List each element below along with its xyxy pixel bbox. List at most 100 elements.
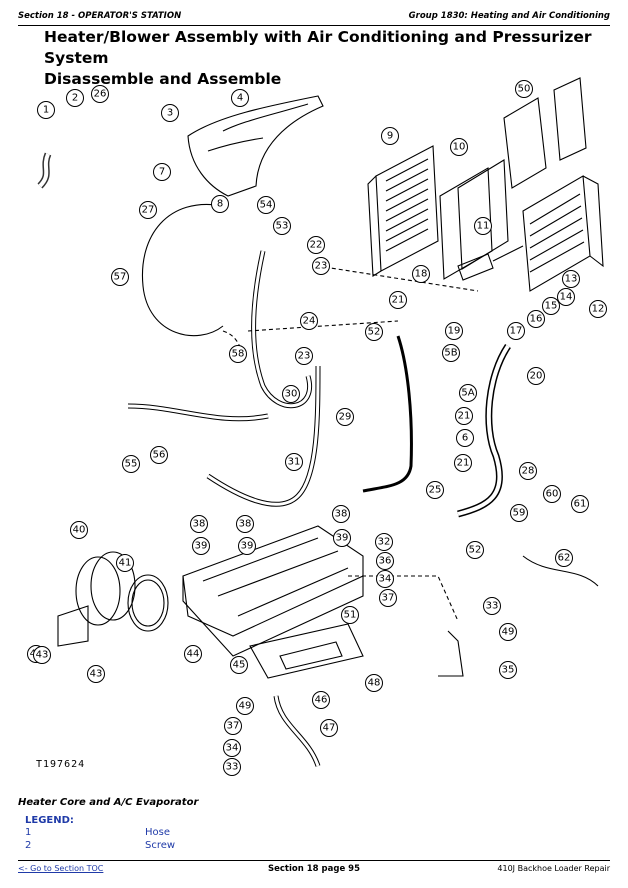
svg-text:1: 1 <box>43 105 49 116</box>
legend-item-description: Screw <box>145 840 176 851</box>
callout-14: 14 <box>557 288 575 306</box>
svg-text:50: 50 <box>518 84 531 95</box>
callout-54: 54 <box>257 196 275 214</box>
callout-21: 21 <box>389 291 407 309</box>
diagram-parts <box>37 77 604 767</box>
svg-text:37: 37 <box>227 721 240 732</box>
svg-text:5B: 5B <box>444 348 457 359</box>
svg-text:2: 2 <box>72 93 78 104</box>
svg-text:36: 36 <box>379 556 392 567</box>
callout-19: 19 <box>445 322 463 340</box>
callout-52: 52 <box>365 323 383 341</box>
callout-62: 62 <box>555 549 573 567</box>
legend-item-number: 1 <box>25 827 32 838</box>
svg-text:17: 17 <box>510 326 523 337</box>
callout-50: 50 <box>515 80 533 98</box>
callout-20: 20 <box>527 367 545 385</box>
callout-18: 18 <box>412 265 430 283</box>
svg-text:33: 33 <box>486 601 499 612</box>
svg-text:43: 43 <box>90 669 103 680</box>
callout-5B: 5B <box>442 344 460 362</box>
callout-24: 24 <box>300 312 318 330</box>
svg-text:26: 26 <box>94 89 107 100</box>
svg-text:21: 21 <box>392 295 405 306</box>
svg-text:9: 9 <box>387 131 393 142</box>
svg-text:27: 27 <box>142 205 155 216</box>
callout-15: 15 <box>542 297 560 315</box>
svg-text:10: 10 <box>453 142 466 153</box>
svg-text:46: 46 <box>315 695 328 706</box>
svg-text:28: 28 <box>522 466 535 477</box>
svg-text:34: 34 <box>226 743 239 754</box>
title-line-2: Disassemble and Assemble <box>44 70 282 88</box>
callout-30: 30 <box>282 385 300 403</box>
footer-divider <box>18 860 610 861</box>
callout-51: 51 <box>341 606 359 624</box>
callout-11: 11 <box>474 217 492 235</box>
svg-text:43: 43 <box>36 650 49 661</box>
svg-text:4: 4 <box>237 93 243 104</box>
callout-60: 60 <box>543 485 561 503</box>
header-divider <box>18 25 610 26</box>
svg-text:57: 57 <box>114 272 127 283</box>
svg-text:38: 38 <box>335 509 348 520</box>
svg-text:39: 39 <box>241 541 254 552</box>
svg-text:55: 55 <box>125 459 138 470</box>
figure-id: T197624 <box>36 759 86 770</box>
callout-29: 29 <box>336 408 354 426</box>
callout-39: 39 <box>238 537 256 555</box>
callout-16: 16 <box>527 310 545 328</box>
svg-text:34: 34 <box>379 574 392 585</box>
svg-text:21: 21 <box>457 458 470 469</box>
svg-text:19: 19 <box>448 326 461 337</box>
svg-text:48: 48 <box>368 678 381 689</box>
legend-item: 2 Screw <box>25 840 325 853</box>
document-title: 410J Backhoe Loader Repair <box>497 864 610 873</box>
svg-text:53: 53 <box>276 221 289 232</box>
page-number: Section 18 page 95 <box>268 864 360 874</box>
callout-3: 3 <box>161 104 179 122</box>
callout-33: 33 <box>223 758 241 776</box>
svg-text:24: 24 <box>303 316 316 327</box>
section-heading: Section 18 - OPERATOR'S STATION <box>18 11 182 21</box>
svg-text:56: 56 <box>153 450 166 461</box>
callout-36: 36 <box>376 552 394 570</box>
callout-37: 37 <box>379 589 397 607</box>
callout-43: 43 <box>87 665 105 683</box>
callout-39: 39 <box>192 537 210 555</box>
svg-text:38: 38 <box>193 519 206 530</box>
svg-text:38: 38 <box>239 519 252 530</box>
svg-text:62: 62 <box>558 553 571 564</box>
callout-9: 9 <box>381 127 399 145</box>
callout-61: 61 <box>571 495 589 513</box>
callout-17: 17 <box>507 322 525 340</box>
section-toc-link[interactable]: <- Go to Section TOC <box>18 864 104 873</box>
svg-text:39: 39 <box>336 533 349 544</box>
svg-text:15: 15 <box>545 301 558 312</box>
callout-28: 28 <box>519 462 537 480</box>
callout-40: 40 <box>70 521 88 539</box>
callout-53: 53 <box>273 217 291 235</box>
callout-12: 12 <box>589 300 607 318</box>
svg-text:59: 59 <box>513 508 526 519</box>
callout-57: 57 <box>111 268 129 286</box>
svg-text:13: 13 <box>565 274 578 285</box>
callout-56: 56 <box>150 446 168 464</box>
svg-text:14: 14 <box>560 292 573 303</box>
callout-59: 59 <box>510 504 528 522</box>
callout-35: 35 <box>499 661 517 679</box>
callout-31: 31 <box>285 453 303 471</box>
svg-text:16: 16 <box>530 314 543 325</box>
svg-text:5A: 5A <box>461 388 474 399</box>
callout-13: 13 <box>562 270 580 288</box>
svg-text:52: 52 <box>469 545 482 556</box>
callout-25: 25 <box>426 481 444 499</box>
callout-5A: 5A <box>459 384 477 402</box>
svg-text:47: 47 <box>323 723 336 734</box>
callout-22: 22 <box>307 236 325 254</box>
group-heading: Group 1830: Heating and Air Conditioning <box>408 11 610 21</box>
svg-text:7: 7 <box>159 167 165 178</box>
callout-6: 6 <box>456 429 474 447</box>
callout-45: 45 <box>230 656 248 674</box>
svg-text:18: 18 <box>415 269 428 280</box>
